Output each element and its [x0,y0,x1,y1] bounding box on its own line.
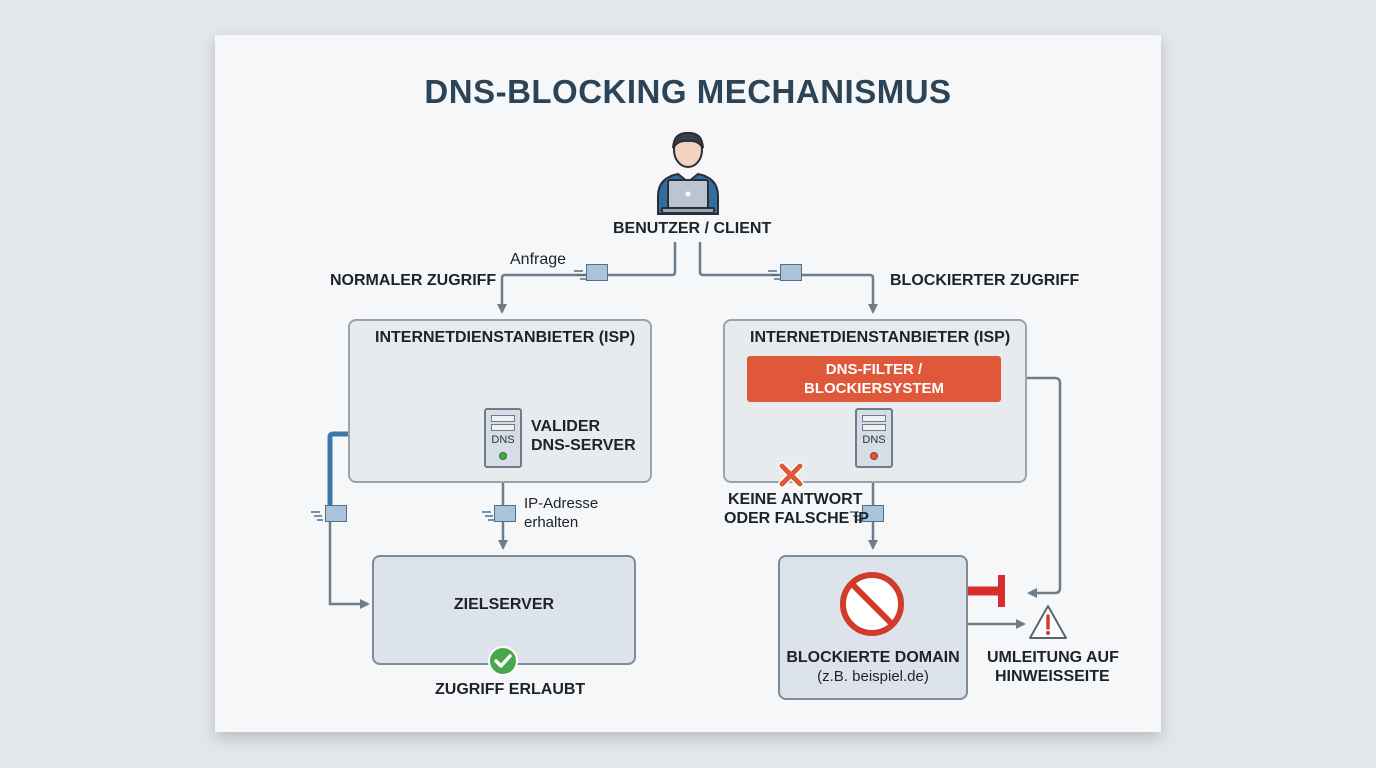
blocked-domain-label: BLOCKIERTE DOMAIN [786,649,960,666]
blue-query-arrow [327,428,481,520]
isp-label-right: INTERNETDIENSTANBIETER (ISP) [750,329,1011,346]
user-laptop-icon [657,131,719,215]
block-bar-cap [998,575,1005,607]
isp-label-left: INTERNETDIENSTANBIETER (ISP) [375,329,636,346]
page-title: DNS-BLOCKING MECHANISMUS [424,73,952,110]
dns-server-icon-text-right: DNS [862,434,886,446]
blocked-access-heading: BLOCKIERTER ZUGRIFF [890,272,1080,289]
filter-line-1: DNS-FILTER / [825,361,923,378]
valid-dns-label-2: DNS-SERVER [531,437,636,454]
target-server-label: ZIELSERVER [453,596,555,613]
filter-line-2: BLOCKIERSYSTEM [803,380,944,397]
no-answer-label-2: ODER FALSCHE IP [724,510,869,527]
no-answer-label-1: KEINE ANTWORT [728,491,863,508]
prohibited-icon [840,572,904,636]
redirect-label-1: UMLEITUNG AUF [987,649,1119,666]
valid-dns-label-1: VALIDER [531,418,601,435]
redirect-feed-line [1002,376,1062,598]
ip-label-2: erhalten [524,514,579,531]
blocked-domain-example: (z.B. beispiel.de) [817,668,929,685]
redirect-label-2: HINWEISSEITE [995,668,1110,685]
access-allowed-label: ZUGRIFF ERLAUBT [435,681,586,698]
dns-server-icon-left: DNS [484,408,522,468]
dns-server-icon-text-left: DNS [491,434,515,446]
warning-icon [1029,605,1067,639]
dns-server-icon-right: DNS [855,408,893,468]
error-x-icon [778,462,804,488]
request-label: Anfrage [510,251,567,268]
ip-label-1: IP-Adresse [524,495,599,512]
normal-access-heading: NORMALER ZUGRIFF [330,272,497,289]
check-icon [488,646,518,676]
client-label: BENUTZER / CLIENT [613,220,772,237]
dns-filter-block: DNS-FILTER / BLOCKIERSYSTEM [747,356,1001,402]
